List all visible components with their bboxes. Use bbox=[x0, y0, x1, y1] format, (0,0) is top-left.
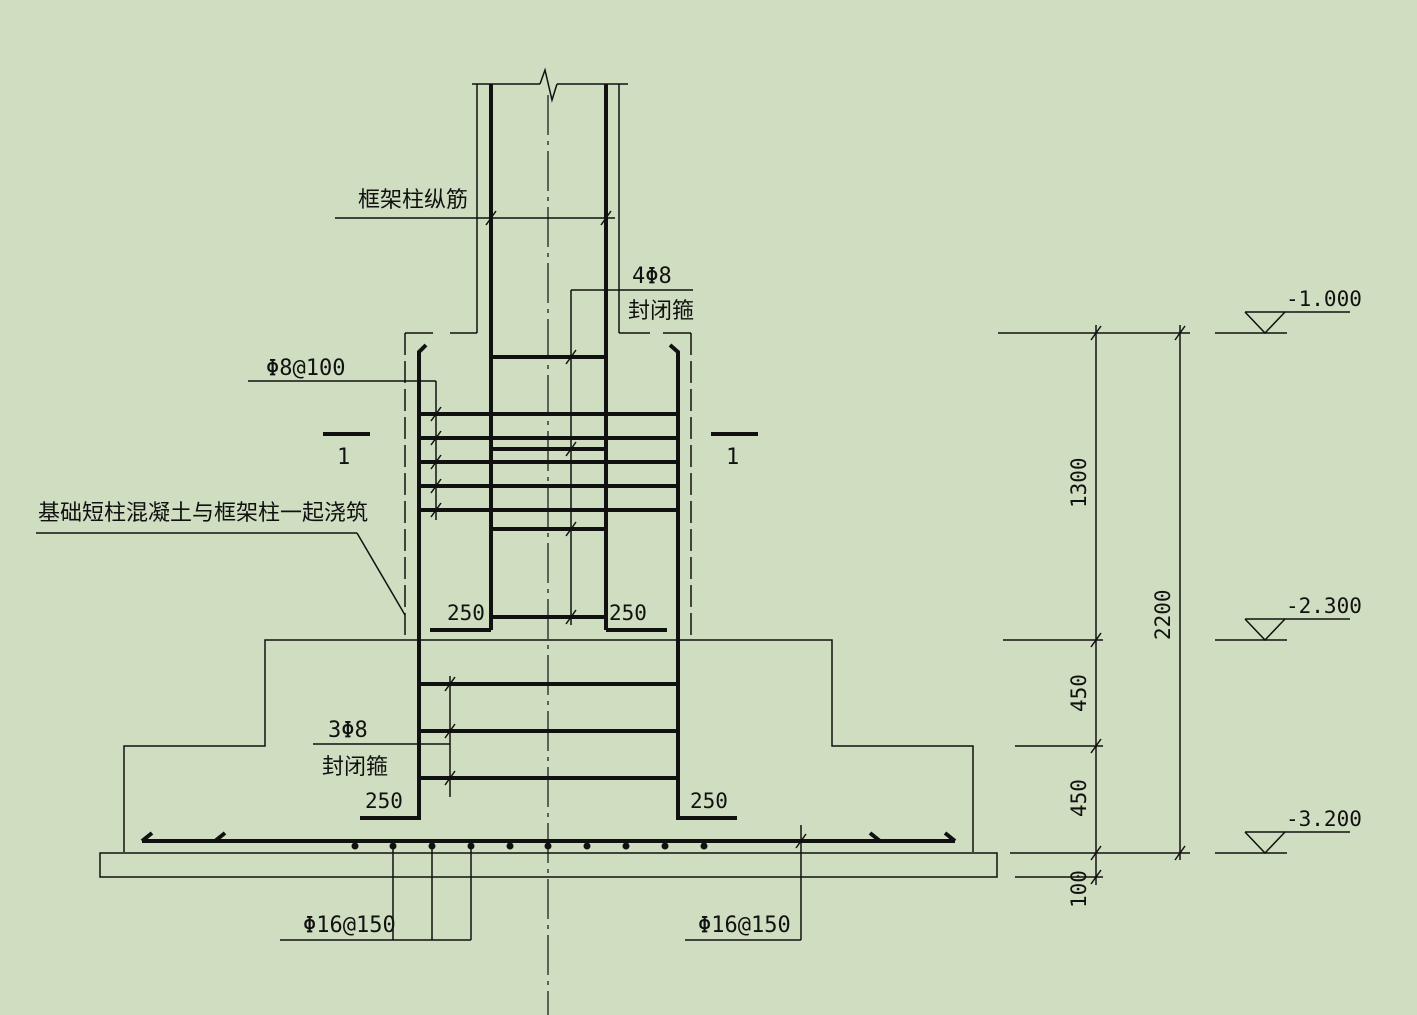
anchorage-upper-left: 250 bbox=[447, 601, 485, 625]
label-bottom-rebar-right: Φ16@150 bbox=[698, 913, 791, 938]
label-stirrup-spacing: Φ8@100 bbox=[266, 356, 345, 381]
label-bottom-stirrup-count: 3Φ8 bbox=[328, 718, 368, 743]
footing-outline bbox=[99, 639, 998, 878]
column-stirrups bbox=[491, 355, 606, 619]
short-column-upper-stirrups bbox=[419, 412, 678, 512]
leader-top-stirrups bbox=[565, 289, 693, 625]
leader-stirrup-spacing bbox=[248, 380, 442, 520]
leader-bottom-rebar-left bbox=[280, 846, 472, 941]
dim-1300: 1300 bbox=[1067, 457, 1091, 508]
short-column-bars bbox=[360, 343, 737, 820]
elevation-marker-middle bbox=[1215, 618, 1350, 642]
dimension-chain bbox=[998, 325, 1190, 885]
elevation-top: -1.000 bbox=[1286, 287, 1362, 311]
anchorage-upper-right: 250 bbox=[609, 601, 647, 625]
leader-pour-note bbox=[36, 532, 406, 616]
elevation-marker-bottom bbox=[1215, 831, 1350, 855]
leader-bottom-rebar-right bbox=[685, 825, 807, 941]
anchorage-lower-right: 250 bbox=[690, 789, 728, 813]
label-pour-note: 基础短柱混凝土与框架柱一起浇筑 bbox=[38, 501, 368, 526]
section-mark-right: 1 bbox=[726, 445, 739, 470]
dim-100: 100 bbox=[1067, 870, 1091, 908]
footing-stirrups bbox=[419, 682, 678, 780]
dim-450-upper: 450 bbox=[1067, 674, 1091, 712]
label-bottom-stirrup-type: 封闭箍 bbox=[322, 755, 388, 780]
elevation-middle: -2.300 bbox=[1286, 594, 1362, 618]
short-column-outline bbox=[404, 332, 692, 640]
label-top-stirrup-count: 4Φ8 bbox=[632, 264, 672, 289]
section-mark-left: 1 bbox=[337, 445, 350, 470]
elevation-marker-top bbox=[1215, 311, 1350, 335]
label-bottom-rebar-left: Φ16@150 bbox=[303, 913, 396, 938]
elevation-bottom: -3.200 bbox=[1286, 807, 1362, 831]
dim-2200: 2200 bbox=[1151, 589, 1175, 640]
leader-column-rebar bbox=[335, 210, 615, 226]
dim-450-lower: 450 bbox=[1067, 779, 1091, 817]
leader-bottom-stirrups bbox=[313, 676, 456, 797]
frame-column-outline bbox=[450, 67, 650, 334]
label-top-stirrup-type: 封闭箍 bbox=[628, 299, 694, 324]
label-column-rebar: 框架柱纵筋 bbox=[358, 188, 468, 213]
anchorage-lower-left: 250 bbox=[365, 789, 403, 813]
